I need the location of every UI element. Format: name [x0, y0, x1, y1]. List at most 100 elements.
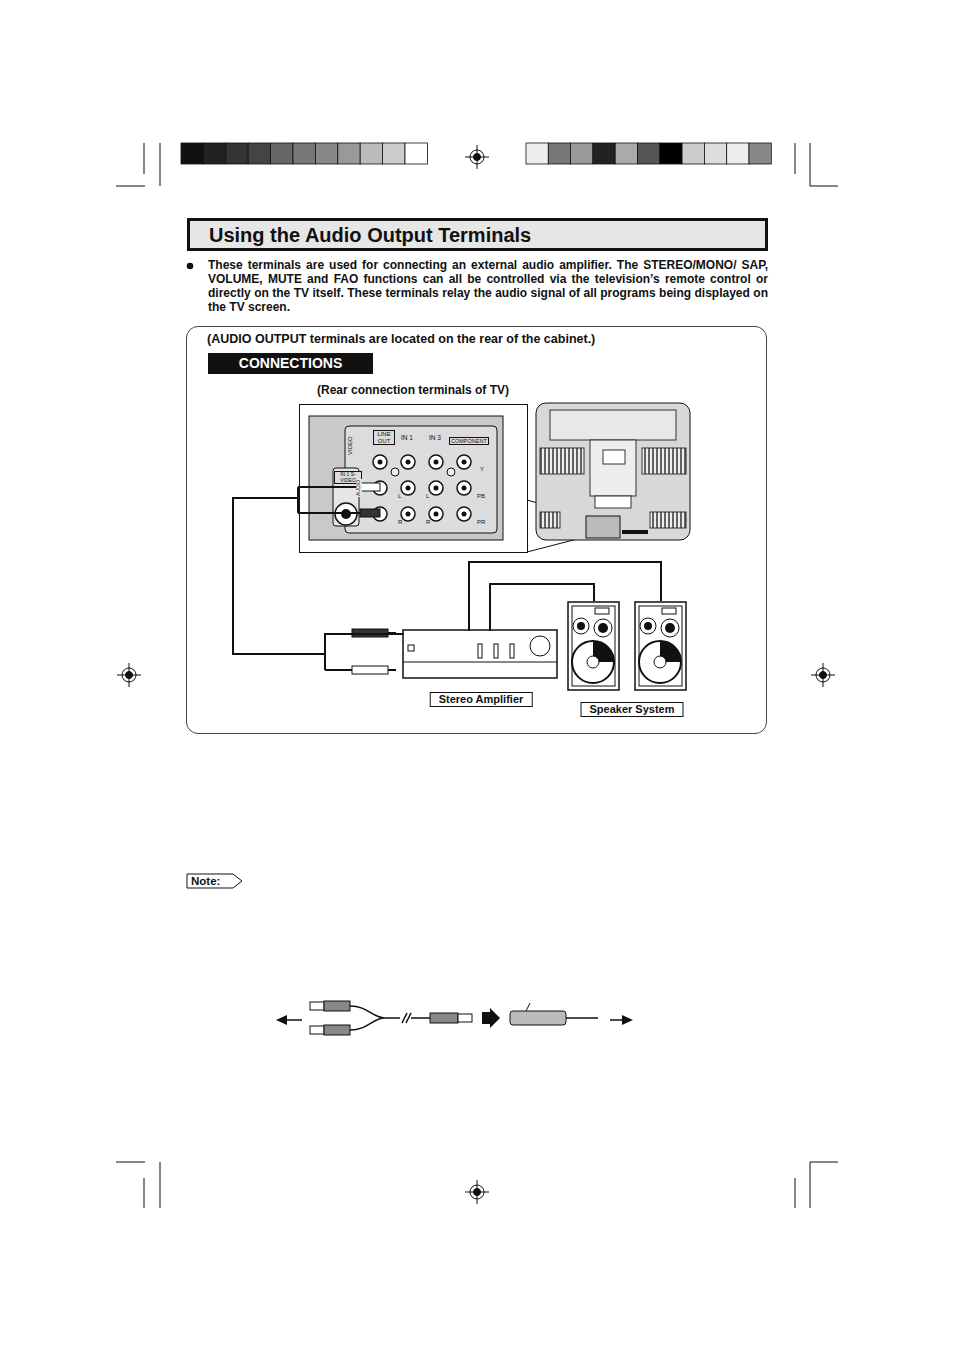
- art-rect: [309, 416, 503, 540]
- art-circle: [401, 507, 415, 521]
- art-rect: [593, 143, 615, 164]
- section-band: CONNECTIONS: [208, 353, 373, 374]
- art-circle: [434, 486, 439, 491]
- art-line: [298, 512, 360, 514]
- art-rect: [324, 1025, 350, 1035]
- art-rect: [345, 426, 497, 533]
- art-rect: [639, 606, 682, 686]
- art-circle: [457, 481, 471, 495]
- signal-label: PB: [477, 493, 485, 500]
- art-circle: [661, 619, 679, 637]
- art-rect: [526, 143, 548, 164]
- art-circle: [462, 512, 467, 517]
- art-circle: [457, 455, 471, 469]
- art-circle: [378, 460, 383, 465]
- node-text: (Rear connection terminals of TV): [317, 383, 509, 397]
- art-circle: [429, 481, 443, 495]
- art-rect: [550, 410, 676, 440]
- art-line: [810, 143, 811, 186]
- channel-label: L: [398, 493, 401, 500]
- jack-group-label: COMPONENT: [449, 437, 489, 445]
- art-line: [116, 1162, 145, 1163]
- art-circle: [530, 636, 550, 656]
- art-line: [298, 486, 360, 488]
- art-rect: [383, 143, 405, 164]
- art-rect: [682, 143, 704, 164]
- art-rect: [405, 143, 427, 164]
- art-circle: [429, 455, 443, 469]
- art-circle: [665, 623, 675, 633]
- art-rect: [510, 1011, 566, 1025]
- art-rect: [360, 483, 380, 491]
- art-rect: [338, 143, 360, 164]
- art-rect: [315, 143, 337, 164]
- art-rect: [635, 602, 686, 690]
- art-rect: [430, 1013, 458, 1023]
- art-polygon: [187, 874, 242, 888]
- art-rect: [510, 644, 514, 658]
- art-rect: [310, 1026, 324, 1034]
- art-rect: [360, 509, 380, 517]
- art-rect: [638, 143, 660, 164]
- art-rect: [622, 530, 648, 534]
- jack-group-label: IN 3: [429, 434, 441, 441]
- intro-text: These terminals are used for connecting …: [208, 258, 768, 314]
- art-rect: [536, 403, 690, 540]
- art-line: [810, 1162, 838, 1163]
- art-g: [568, 602, 686, 690]
- art-rect: [408, 645, 414, 651]
- art-circle: [429, 507, 443, 521]
- node-text: (AUDIO OUTPUT terminals are located on t…: [207, 332, 595, 346]
- art-line: [526, 1003, 530, 1011]
- title-box: Using the Audio Output Terminals: [187, 218, 768, 251]
- art-line: [477, 1180, 478, 1204]
- art-rect: [203, 143, 225, 164]
- node-text: CONNECTIONS: [208, 353, 373, 374]
- art-rect: [403, 630, 557, 678]
- art-line: [388, 669, 396, 671]
- art-line: [144, 143, 145, 174]
- art-line: [116, 186, 145, 187]
- art-polygon: [276, 1015, 287, 1025]
- art-rect: [324, 1001, 350, 1011]
- art-g: [325, 653, 352, 670]
- art-rect: [603, 450, 625, 464]
- art-rect: [642, 448, 686, 474]
- art-circle: [587, 656, 599, 668]
- art-line: [403, 662, 557, 663]
- art-g: [298, 487, 360, 513]
- art-circle: [462, 460, 467, 465]
- signal-label: PR: [477, 519, 485, 526]
- cable: [490, 584, 594, 631]
- art-line: [795, 143, 796, 174]
- channel-label: L: [426, 493, 429, 500]
- art-g: [181, 143, 771, 164]
- jack-group-label: IN 1: [401, 434, 413, 441]
- connections-panel: (AUDIO OUTPUT terminals are located on t…: [186, 326, 767, 734]
- art-rect: [650, 512, 686, 528]
- art-circle: [406, 460, 411, 465]
- art-rect: [548, 143, 570, 164]
- art-rect: [293, 143, 315, 164]
- art-rect: [615, 143, 637, 164]
- art-line: [160, 143, 161, 186]
- art-g: [117, 145, 835, 1204]
- art-circle: [598, 623, 608, 633]
- art-rect: [540, 448, 584, 474]
- note-heading: Note:: [191, 875, 220, 888]
- art-circle: [457, 507, 471, 521]
- amplifier: Stereo Amplifier: [404, 631, 558, 707]
- art-circle: [373, 455, 387, 469]
- art-path: [350, 1006, 385, 1030]
- art-rect: [595, 608, 609, 614]
- art-line: [477, 145, 478, 169]
- page-title: Using the Audio Output Terminals: [209, 224, 531, 247]
- signal-label: Y: [480, 466, 484, 473]
- art-rect: [727, 143, 749, 164]
- art-line: [144, 1178, 145, 1208]
- art-rect: [586, 516, 620, 538]
- node-text: Stereo Amplifier: [430, 692, 533, 707]
- art-circle: [639, 641, 681, 683]
